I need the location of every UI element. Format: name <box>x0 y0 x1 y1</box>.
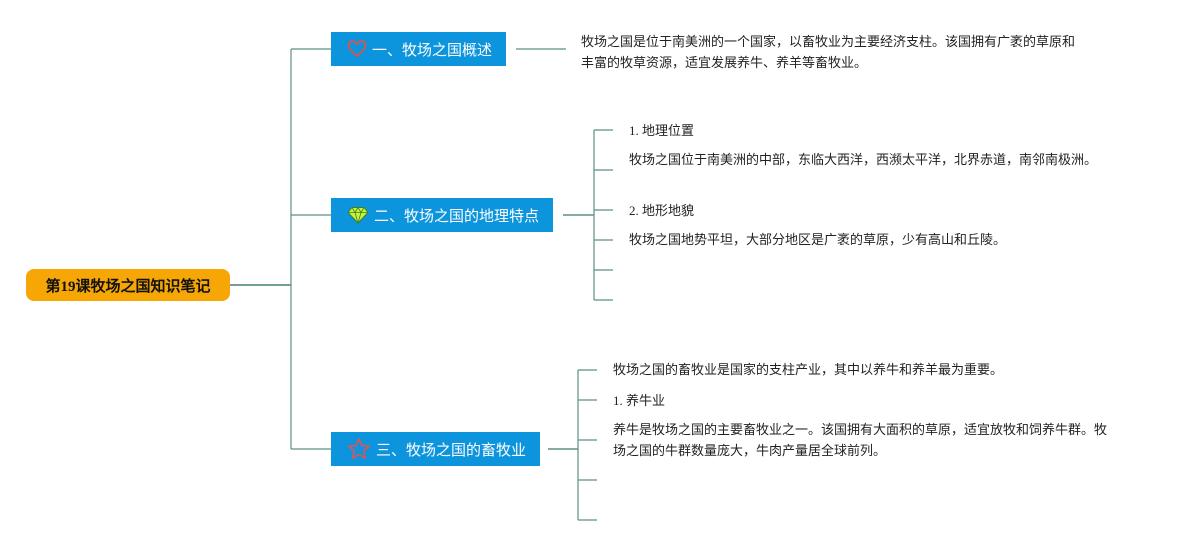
star-icon <box>348 438 370 460</box>
branch-overview[interactable]: 一、牧场之国概述 <box>331 32 507 66</box>
root-title: 第19课牧场之国知识笔记 <box>45 278 211 295</box>
livestock-cattle-note: 养牛是牧场之国的主要畜牧业之一。该国拥有大面积的草原，适宜放牧和饲养牛群。牧场之… <box>613 423 1108 459</box>
livestock-intro-note: 牧场之国的畜牧业是国家的支柱产业，其中以养牛和养羊最为重要。 <box>613 363 1004 378</box>
geo-location-note: 牧场之国位于南美洲的中部，东临大西洋，西濒太平洋，北界赤道，南邻南极洲。 <box>629 153 1098 168</box>
branch-geography-label: 二、牧场之国的地理特点 <box>374 206 540 225</box>
diamond-icon <box>347 207 369 224</box>
livestock-item-cattle: 1. 养牛业 <box>613 393 666 408</box>
geo-item-terrain: 2. 地形地貌 <box>629 203 695 218</box>
branch-geography[interactable]: 二、牧场之国的地理特点 <box>331 198 554 232</box>
branch-livestock[interactable]: 三、牧场之国的畜牧业 <box>331 432 541 466</box>
heart-icon <box>347 40 367 58</box>
geo-item-location: 1. 地理位置 <box>629 123 695 138</box>
branch-overview-label: 一、牧场之国概述 <box>372 40 493 59</box>
root-topic[interactable]: 第19课牧场之国知识笔记 <box>26 269 230 301</box>
geo-terrain-note: 牧场之国地势平坦，大部分地区是广袤的草原，少有高山和丘陵。 <box>629 233 1007 248</box>
overview-note: 牧场之国是位于南美洲的一个国家，以畜牧业为主要经济支柱。该国拥有广袤的草原和丰富… <box>581 35 1076 71</box>
branch-livestock-label: 三、牧场之国的畜牧业 <box>376 440 527 459</box>
